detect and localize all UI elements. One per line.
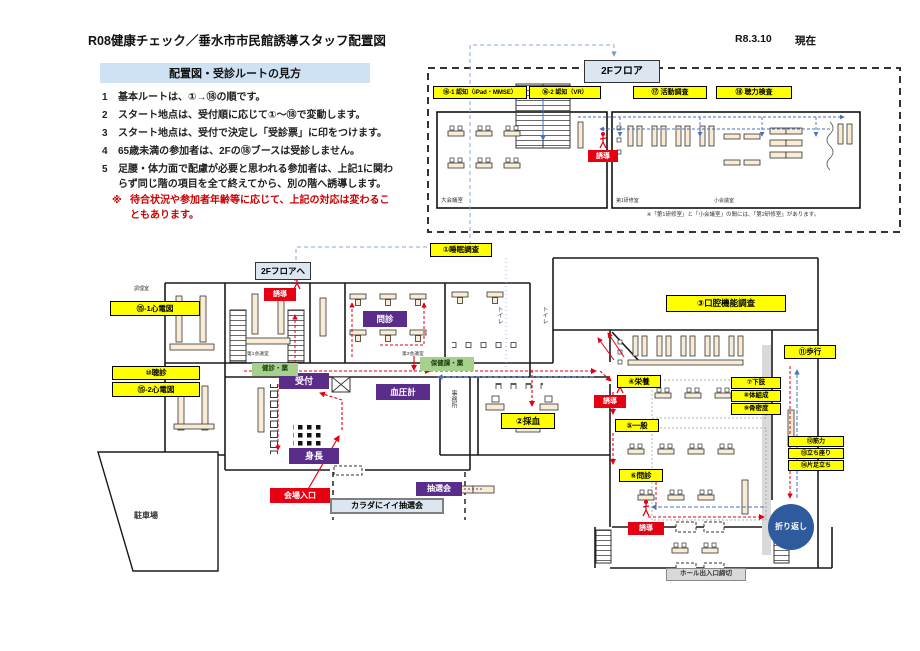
station-11: ⑪歩行 xyxy=(784,345,836,359)
legend-item: 1 基本ルートは、①→⑱の順です。 xyxy=(102,92,266,103)
legend-list: 1 基本ルートは、①→⑱の順です。 2 スタート地点は、受付順に応じて①～⑱で変… xyxy=(102,91,402,196)
station-6: ⑥問診 xyxy=(619,469,663,482)
room-large-meeting: 大会議室 xyxy=(441,198,464,204)
route-to-2f xyxy=(295,44,617,260)
legend-item: 4 65歳未満の参加者は、2Fの⑱ブースは受診しません。 xyxy=(102,146,360,157)
room-kitchen: 調理室 xyxy=(134,286,150,292)
station-15-1: ⑮-1心電図 xyxy=(110,301,200,316)
station-3: ③口腔機能調査 xyxy=(666,295,786,312)
station-17: ⑰ 活動調査 xyxy=(633,86,707,99)
station-14: ⑭片足立ち xyxy=(788,460,844,471)
legend-item: 3 スタート地点は、受付で決定し「受診票」に印をつけます。 xyxy=(102,128,387,139)
floor2-footnote: ※「第1研修室」と「小会議室」の間には、「第2研修室」があります。 xyxy=(646,212,820,218)
revision-status: 現在 xyxy=(795,35,816,47)
floor2-title-box: 2Fフロア xyxy=(584,60,660,83)
hall-exit-closed-label: ホール出入口締切 xyxy=(666,568,746,581)
furniture-1f xyxy=(169,291,795,554)
room-meeting1: 第1会議室 xyxy=(247,352,269,357)
entrance-label: 会場入口 xyxy=(270,488,330,503)
legend-title: 配置図・受診ルートの見方 xyxy=(100,63,370,83)
legend-item: 5 足腰・体力面で配慮が必要と思われる参加者は、上記1に関わらず同じ階の項目を全… xyxy=(102,164,394,190)
guide-badge-stairs: 誘導 xyxy=(264,288,296,301)
station-8: ⑧体組成 xyxy=(731,390,781,402)
legend-item: 2 スタート地点は、受付順に応じて①～⑱で変動します。 xyxy=(102,110,366,121)
guide-badge-hall: 誘導 xyxy=(594,395,626,408)
height-desk-label: 身長 xyxy=(289,448,339,464)
room-meeting3: 第3会議室 xyxy=(402,352,424,357)
reception-desk-label: 受付 xyxy=(279,373,329,389)
station-12: ⑫筋力 xyxy=(788,436,844,447)
page-title: R08健康チェック／垂水市市民館誘導スタッフ配置図 xyxy=(88,34,386,48)
legend-note: ※ 待合状況や参加者年齢等に応じて、上記の対応は変わることもあります。 xyxy=(112,195,390,221)
parking-label: 駐車場 xyxy=(134,511,158,520)
revision-date: R8.3.10 xyxy=(735,33,772,45)
turnaround-marker: 折り返し xyxy=(768,504,814,550)
station-13: ⑬立ち座り xyxy=(788,448,844,459)
room-toilet: トイレ xyxy=(496,306,502,324)
lottery-box-label: カラダにイイ抽選会 xyxy=(330,498,444,514)
station-4: ④栄養 xyxy=(617,375,661,388)
room-small-meeting: 小会議室 xyxy=(714,198,735,204)
lottery-desk-label: 抽選会 xyxy=(416,482,462,496)
station-10: ⑩聴診 xyxy=(112,366,200,380)
floor2-inset xyxy=(427,67,901,233)
station-5: ⑤一般 xyxy=(615,419,659,432)
green-label-left: 健診・薬 xyxy=(252,363,298,376)
station-7: ⑦下肢 xyxy=(731,377,781,389)
interview-desk-label: 問診 xyxy=(363,311,407,327)
station-15-2: ⑮-2心電図 xyxy=(112,382,200,397)
station-1: ①睡眠調査 xyxy=(430,243,492,257)
bp-desk-label: 血圧計 xyxy=(376,384,430,400)
green-label-right: 保健課・薬 xyxy=(420,357,474,371)
station-9: ⑨骨密度 xyxy=(731,403,781,415)
to-2f-box: 2Fフロアへ xyxy=(255,262,311,280)
room-training1: 第1研修室 xyxy=(616,198,639,204)
guide-badge-2f: 誘導 xyxy=(588,150,618,162)
room-toilet-2: トイレ xyxy=(541,306,547,324)
station-16-2: ⑯-2 認知（VR） xyxy=(529,86,601,99)
station-2: ②採血 xyxy=(501,413,555,429)
room-office: 事務所 xyxy=(450,390,456,408)
guide-badge-hall-exit: 誘導 xyxy=(628,522,664,535)
station-18: ⑱ 聴力検査 xyxy=(716,86,792,99)
station-16-1: ⑯-1 認知（iPad・MMSE） xyxy=(433,86,527,99)
routes xyxy=(244,258,800,521)
